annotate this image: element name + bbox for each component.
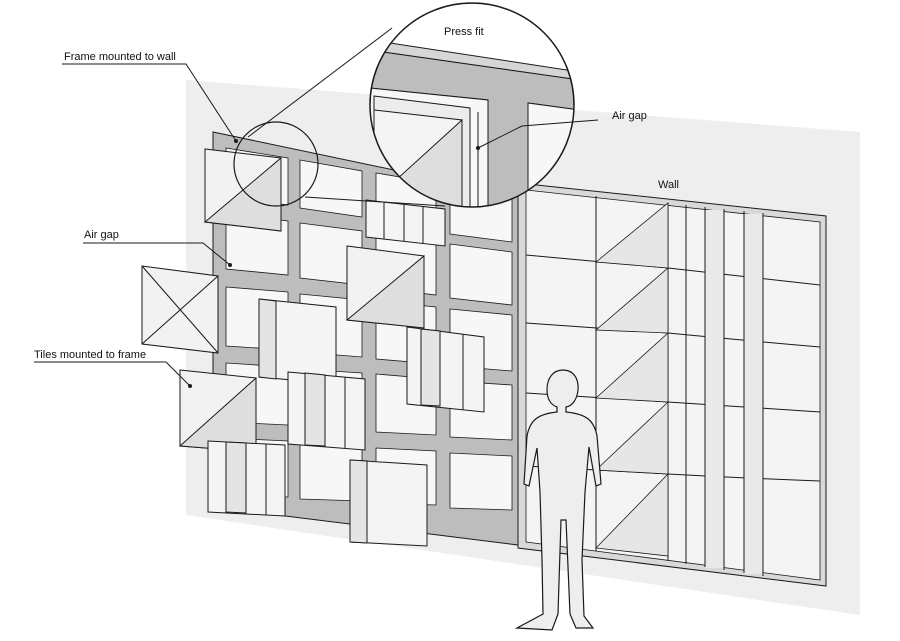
label-frame-mounted: Frame mounted to wall <box>64 51 176 63</box>
leader-dot <box>476 146 480 150</box>
label-air-gap-frame: Air gap <box>84 229 119 241</box>
label-tiles-mounted: Tiles mounted to frame <box>34 349 146 361</box>
label-air-gap-detail: Air gap <box>612 110 647 122</box>
person-silhouette-icon <box>514 369 602 631</box>
leader-dot <box>188 384 192 388</box>
label-wall: Wall <box>658 179 679 191</box>
label-press-fit: Press fit <box>444 26 484 38</box>
leader-dot <box>228 263 232 267</box>
loose-tiles <box>141 148 485 547</box>
leader-lines <box>34 63 599 387</box>
tiled-wall-panel <box>517 182 827 587</box>
leader-dot <box>234 139 238 143</box>
